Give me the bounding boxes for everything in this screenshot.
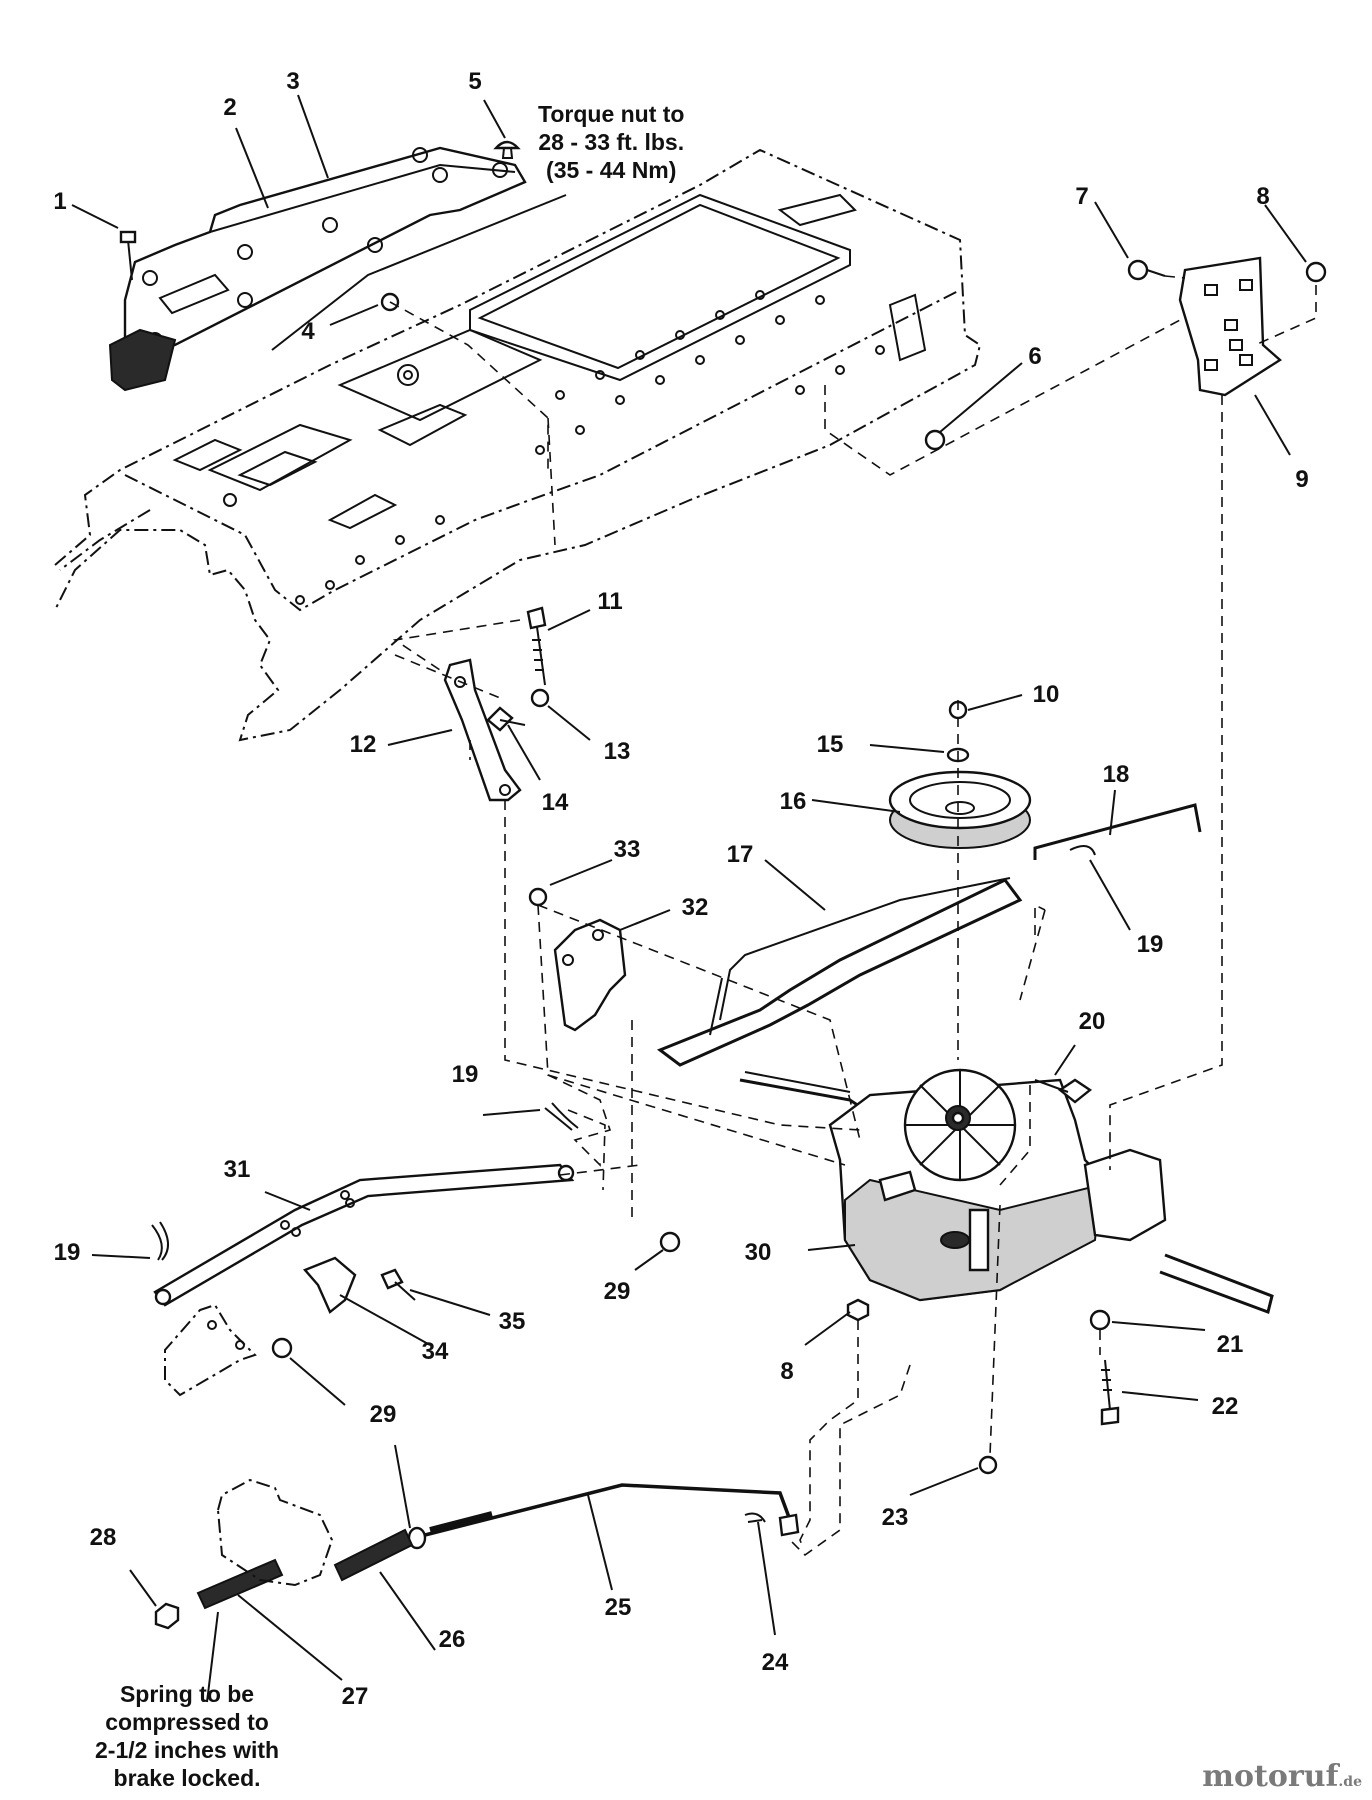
callout-19-top: 19: [1136, 931, 1164, 958]
callout-9: 9: [1295, 466, 1309, 493]
screw-1: [119, 230, 137, 281]
push-button-5: [493, 140, 521, 159]
callout-26: 26: [438, 1626, 466, 1653]
nut-33: [528, 887, 548, 907]
callout-21: 21: [1216, 1331, 1244, 1358]
washer-29-left: [271, 1337, 293, 1359]
bracket-34: [302, 1256, 357, 1314]
callout-35: 35: [498, 1308, 526, 1335]
callout-16: 16: [779, 788, 807, 815]
callout-27: 27: [341, 1683, 369, 1710]
alignment-lines: [389, 275, 1317, 1557]
callout-10: 10: [1032, 681, 1060, 708]
tractor-frame: [54, 148, 982, 742]
callout-20: 20: [1078, 1008, 1106, 1035]
callout-6: 6: [1028, 343, 1042, 370]
callout-8-top: 8: [1256, 183, 1270, 210]
spring-26: [333, 1528, 414, 1582]
bolt-20: [1034, 1078, 1093, 1104]
callout-33: 33: [613, 836, 641, 863]
callout-18: 18: [1102, 761, 1130, 788]
callout-22: 22: [1211, 1393, 1239, 1420]
callout-13: 13: [603, 738, 631, 765]
transaxle-30: [739, 1068, 1274, 1314]
callout-5: 5: [468, 68, 482, 95]
callout-3: 3: [286, 68, 300, 95]
torque-note: Torque nut to 28 - 33 ft. lbs. (35 - 44 …: [538, 101, 685, 184]
nut-6: [924, 429, 946, 451]
nut-8-lower: [846, 1298, 870, 1322]
bracket-9: [1178, 256, 1282, 397]
spring-note: Spring to be compressed to 2-1/2 inches …: [95, 1681, 280, 1792]
bolt-14: [486, 706, 526, 732]
callout-23: 23: [881, 1504, 909, 1531]
bracket-32: [553, 918, 627, 1032]
callout-19-left: 19: [53, 1239, 81, 1266]
cooling-fan: [903, 1068, 1017, 1182]
callout-4: 4: [301, 318, 315, 345]
pulley-16: [888, 770, 1032, 849]
callout-2: 2: [223, 94, 237, 121]
washer-23: [978, 1455, 998, 1475]
belt-17: [656, 877, 1023, 1067]
callout-11: 11: [597, 588, 623, 615]
callout-34: 34: [421, 1338, 449, 1365]
bolt-22: [1100, 1359, 1120, 1426]
brake-rod-25: [424, 1483, 800, 1537]
callout-24: 24: [761, 1649, 789, 1676]
leader-lines: [71, 94, 1307, 1703]
spring-27: [196, 1558, 284, 1610]
hairpin-19-left: [151, 1221, 169, 1261]
nut-28: [154, 1602, 180, 1630]
hairpin-19-right: [544, 1102, 579, 1131]
shift-rod-18: [1033, 803, 1202, 860]
callout-8-lower: 8: [780, 1358, 794, 1385]
callout-12: 12: [349, 731, 377, 758]
threaded-rod: [429, 1511, 493, 1533]
callout-1: 1: [53, 188, 67, 215]
fender-bracket-assembly: [108, 146, 527, 392]
brake-bracket: [216, 1478, 334, 1587]
callout-17: 17: [726, 841, 754, 868]
cotter-pin-24: [744, 1512, 766, 1523]
callout-15: 15: [816, 731, 844, 758]
brake-arm-bracket: [164, 1303, 257, 1397]
callout-29-right: 29: [603, 1278, 631, 1305]
bolt-7: [1127, 259, 1166, 281]
washer-13: [530, 688, 550, 708]
callout-28: 28: [89, 1524, 117, 1551]
bolt-35: [380, 1268, 416, 1301]
washer-21: [1089, 1309, 1111, 1331]
bracket-12: [443, 658, 522, 802]
callout-7: 7: [1075, 183, 1089, 210]
callout-19-mid: 19: [451, 1061, 479, 1088]
watermark-logo: motoruf.de: [1202, 1759, 1362, 1794]
callout-14: 14: [541, 789, 569, 816]
brake-lever-31: [153, 1163, 575, 1307]
washer-29-right: [659, 1231, 681, 1253]
nut-8-top: [1305, 261, 1327, 283]
callout-31: 31: [223, 1156, 251, 1183]
callout-29-mid: 29: [369, 1401, 397, 1428]
callout-32: 32: [681, 894, 709, 921]
bolt-11: [526, 606, 547, 686]
callout-25: 25: [604, 1594, 632, 1621]
callout-30: 30: [744, 1239, 772, 1266]
hairpin-19-top: [1069, 845, 1096, 856]
